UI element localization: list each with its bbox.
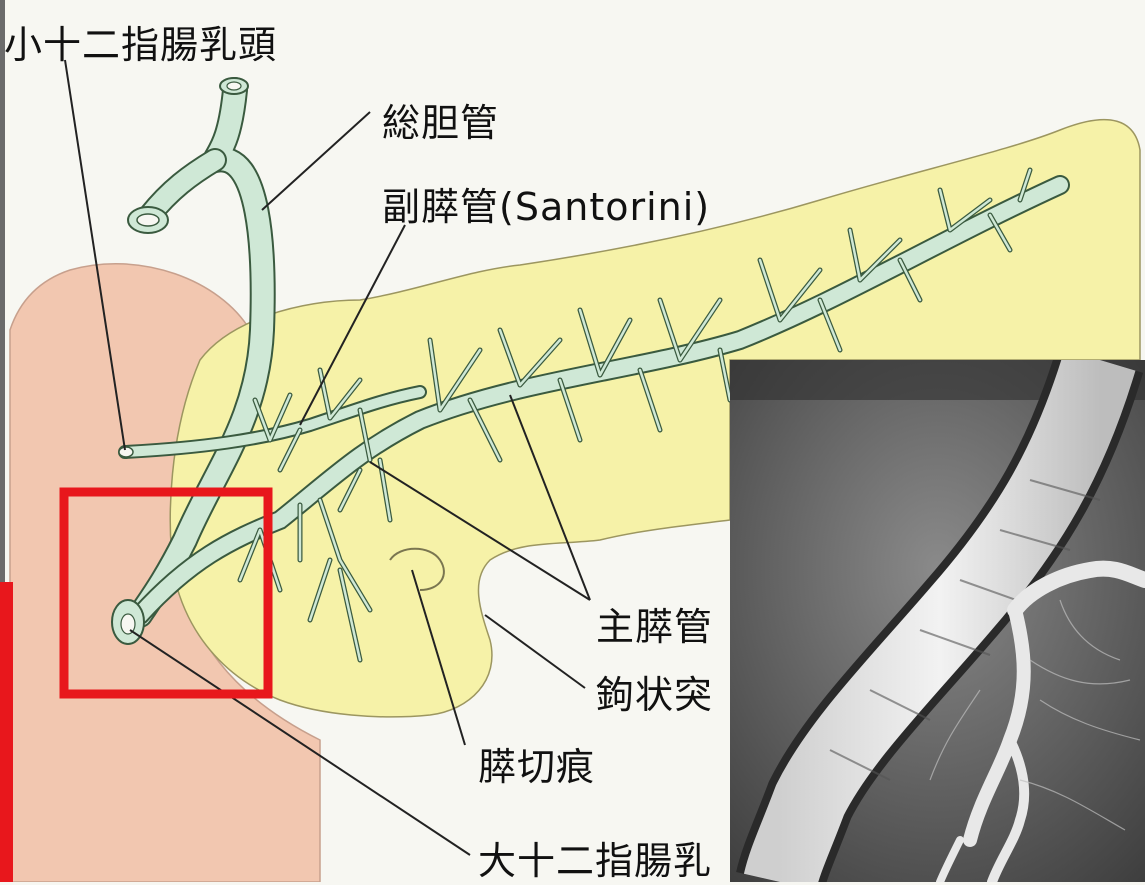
label-uncinate: 鉤状突 xyxy=(596,664,713,719)
label-common-bile-duct: 総胆管 xyxy=(382,92,499,147)
label-pancreatic-notch: 膵切痕 xyxy=(478,736,595,791)
label-accessory-duct: 副膵管(Santorini) xyxy=(382,176,710,231)
pancreatogram-photo xyxy=(730,360,1145,882)
highlight-bar xyxy=(0,582,13,882)
minor-papilla-opening xyxy=(119,447,133,457)
label-minor-papilla: 小十二指腸乳頭 xyxy=(4,14,277,69)
label-main-duct: 主膵管 xyxy=(596,596,713,651)
label-major-papilla: 大十二指腸乳 xyxy=(478,830,712,885)
